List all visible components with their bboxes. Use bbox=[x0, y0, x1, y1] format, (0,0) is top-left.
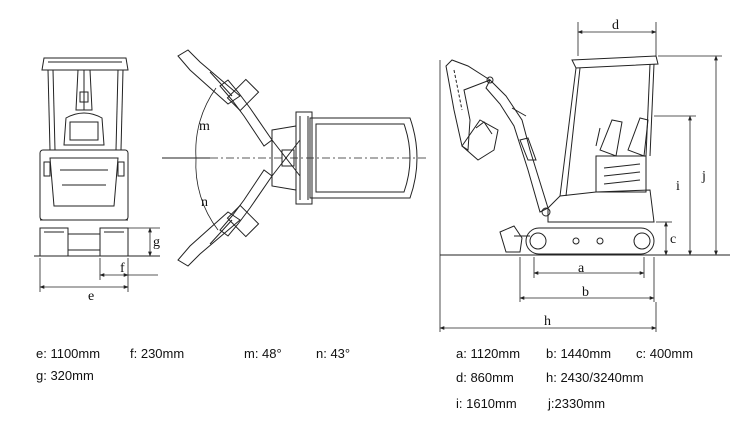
dimension-label-e: e bbox=[88, 289, 94, 304]
spec-a: a: 1120mm bbox=[456, 346, 521, 361]
dimension-label-a: a bbox=[578, 261, 585, 276]
top-view bbox=[162, 49, 428, 267]
angle-label-n: n bbox=[201, 195, 208, 210]
spec-d: d: 860mm bbox=[456, 370, 514, 385]
spec-h: h: 2430/3240mm bbox=[546, 370, 644, 385]
dimension-label-g: g bbox=[153, 235, 160, 250]
spec-j: j:2330mm bbox=[548, 396, 606, 411]
spec-e: e: 1100mm bbox=[36, 346, 101, 361]
dimension-label-f: f bbox=[120, 261, 125, 276]
angle-label-m: m bbox=[199, 119, 210, 134]
dimension-label-j: j bbox=[701, 169, 706, 184]
dimension-label-d: d bbox=[612, 18, 619, 33]
spec-f: f: 230mm bbox=[130, 346, 185, 361]
dimension-label-c: c bbox=[670, 232, 676, 247]
side-view-dimensions bbox=[439, 22, 722, 332]
dimension-label-h: h bbox=[544, 314, 551, 329]
side-view bbox=[440, 55, 730, 256]
dimension-label-i: i bbox=[676, 179, 680, 194]
spec-m: m: 48° bbox=[244, 346, 282, 361]
front-view-dimensions bbox=[39, 227, 160, 292]
front-view bbox=[34, 57, 160, 257]
spec-i: i: 1610mm bbox=[456, 396, 517, 411]
spec-n: n: 43° bbox=[316, 346, 351, 361]
spec-c: c: 400mm bbox=[636, 346, 694, 361]
spec-g: g: 320mm bbox=[36, 368, 94, 383]
spec-b: b: 1440mm bbox=[546, 346, 612, 361]
dimension-label-b: b bbox=[582, 285, 589, 300]
